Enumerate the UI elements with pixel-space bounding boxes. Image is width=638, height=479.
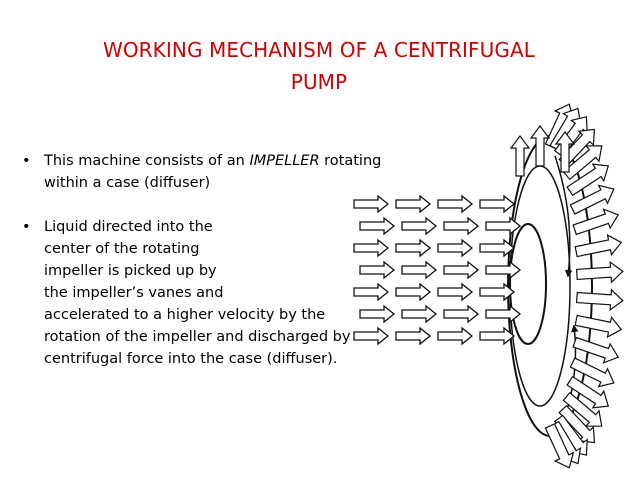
outlet-arrow-icon — [554, 131, 576, 173]
inlet-arrow-icon — [479, 326, 516, 346]
inlet-flow-arrows — [353, 194, 522, 346]
inlet-arrow-icon — [485, 216, 522, 236]
bullet-line: This machine consists of an IMPELLER rot… — [44, 150, 462, 172]
inlet-arrow-icon — [485, 304, 522, 324]
outlet-arrow-icon — [575, 260, 624, 284]
inlet-arrow-icon — [353, 326, 390, 346]
inlet-arrow-icon — [359, 260, 396, 280]
rotation-arrow-icon — [554, 155, 573, 278]
inlet-arrow-icon — [443, 216, 480, 236]
outlet-arrow-icon — [575, 288, 624, 312]
inlet-arrow-icon — [443, 260, 480, 280]
outlet-arrow-icon — [569, 357, 615, 388]
inlet-arrow-icon — [485, 260, 522, 280]
outlet-arrow-icon — [574, 233, 623, 258]
text-run: This machine consists of an — [44, 153, 250, 169]
bullet-dot: • — [22, 219, 31, 235]
outlet-arrow-icon — [572, 208, 620, 236]
inlet-arrow-icon — [437, 238, 474, 258]
bullet-line: the impeller’s vanes and — [44, 285, 224, 301]
bullet-line: impeller is picked up by — [44, 263, 217, 279]
centrifugal-impeller-flow-illustration — [350, 96, 638, 479]
outlet-arrow-icon — [574, 314, 623, 339]
bullet-text: This machine consists of an IMPELLER rot… — [44, 150, 462, 194]
inlet-arrow-icon — [437, 326, 474, 346]
outlet-arrow-icon — [529, 125, 551, 167]
outlet-arrow-icon — [544, 423, 575, 469]
inlet-arrow-icon — [401, 216, 438, 236]
inlet-arrow-icon — [437, 282, 474, 302]
inlet-arrow-icon — [479, 194, 516, 214]
outlet-arrow-icon — [562, 391, 603, 427]
inlet-arrow-icon — [395, 282, 432, 302]
bullet-line: center of the rotating — [44, 241, 200, 257]
bullet-line: Liquid directed into the — [44, 219, 213, 235]
bullet-list: • This machine consists of an IMPELLER r… — [22, 150, 462, 370]
outlet-arrow-icon — [572, 336, 620, 364]
inlet-arrow-icon — [353, 238, 390, 258]
inlet-arrow-icon — [395, 326, 432, 346]
inlet-arrow-icon — [443, 304, 480, 324]
inlet-arrow-icon — [359, 216, 396, 236]
inlet-arrow-icon — [395, 194, 432, 214]
outlet-arrow-icon — [509, 135, 531, 177]
impeller-diagram — [353, 103, 624, 469]
title-line-1: WORKING MECHANISM OF A CENTRIFUGAL — [102, 38, 536, 62]
text-run: rotating — [319, 153, 382, 169]
title-line-2: PUMP — [290, 70, 348, 94]
bullet-line: accelerated to a higher velocity by the — [44, 307, 326, 323]
bullet-line: centrifugal force into the case (diffuse… — [44, 351, 338, 367]
inlet-arrow-icon — [353, 194, 390, 214]
inlet-arrow-icon — [437, 194, 474, 214]
inlet-arrow-icon — [479, 282, 516, 302]
outlet-arrow-icon — [566, 163, 610, 197]
inlet-arrow-icon — [479, 238, 516, 258]
outlet-arrow-icon — [558, 404, 596, 444]
bullet-item: • Liquid directed into the center of the… — [22, 216, 462, 370]
bullet-text: Liquid directed into the center of the r… — [44, 216, 462, 370]
inlet-arrow-icon — [395, 238, 432, 258]
emphasis-text: IMPELLER — [249, 153, 320, 169]
impeller-eye — [509, 223, 547, 345]
slide-title: WORKING MECHANISM OF A CENTRIFUGAL PUMP — [40, 34, 598, 98]
inlet-arrow-icon — [401, 260, 438, 280]
bullet-line: rotation of the impeller and discharged … — [44, 329, 351, 345]
inlet-arrow-icon — [401, 304, 438, 324]
inlet-arrow-icon — [359, 304, 396, 324]
outlet-arrow-icon — [569, 184, 615, 215]
inlet-arrow-icon — [353, 282, 390, 302]
outlet-flow-arrows — [509, 103, 624, 469]
bullet-item: • This machine consists of an IMPELLER r… — [22, 150, 462, 194]
outlet-arrow-icon — [566, 375, 610, 409]
bullet-dot: • — [22, 153, 31, 169]
bullet-line: within a case (diffuser) — [44, 175, 211, 191]
